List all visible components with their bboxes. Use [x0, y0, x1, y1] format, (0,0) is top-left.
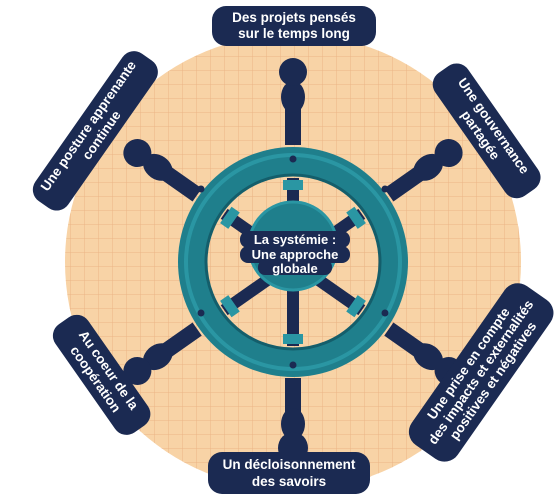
- center-label: La systémie : Une approche globale: [240, 231, 350, 276]
- handle-upper-left: [123, 139, 202, 202]
- label-top-line1: Des projets pensés: [232, 10, 356, 25]
- label-bottom-line2: des savoirs: [252, 474, 326, 489]
- wheel-handles: [123, 58, 463, 464]
- center-label-line2: Une approche: [252, 247, 339, 262]
- ring-bolts: [197, 155, 389, 369]
- label-top-line2: sur le temps long: [238, 26, 350, 41]
- spoke-collars: [220, 180, 366, 344]
- label-top: Des projets pensés sur le temps long: [212, 6, 376, 46]
- label-bottom: Un décloisonnement des savoirs: [208, 452, 370, 494]
- handle-bottom: [278, 378, 308, 464]
- center-label-line1: La systémie :: [254, 232, 336, 247]
- handle-lower-left: [123, 322, 202, 385]
- handle-upper-right: [384, 139, 463, 202]
- center-label-line3: globale: [272, 261, 318, 276]
- label-bottom-line1: Un décloisonnement: [223, 457, 356, 472]
- handle-top: [279, 58, 307, 145]
